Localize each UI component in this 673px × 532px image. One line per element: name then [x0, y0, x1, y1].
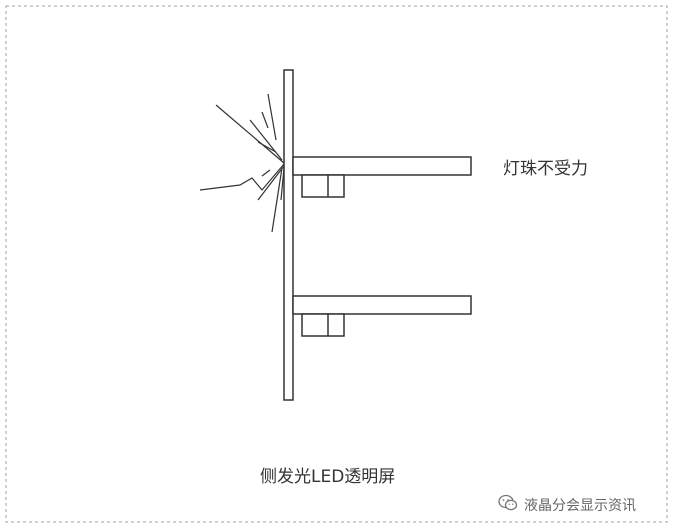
impact-burst	[199, 93, 285, 233]
upper-led-bead	[301, 174, 345, 198]
lower-led-bead	[301, 313, 345, 337]
wechat-icon	[498, 494, 518, 516]
dashed-frame	[5, 5, 668, 523]
upper-light-bar	[292, 156, 472, 176]
watermark: 液晶分会显示资讯	[498, 494, 636, 516]
watermark-text: 液晶分会显示资讯	[524, 498, 636, 514]
lower-light-bar	[292, 295, 472, 315]
transparent-screen-panel	[283, 69, 294, 401]
diagram-caption: 侧发光LED透明屏	[260, 467, 396, 487]
bead-no-force-label: 灯珠不受力	[503, 159, 588, 179]
